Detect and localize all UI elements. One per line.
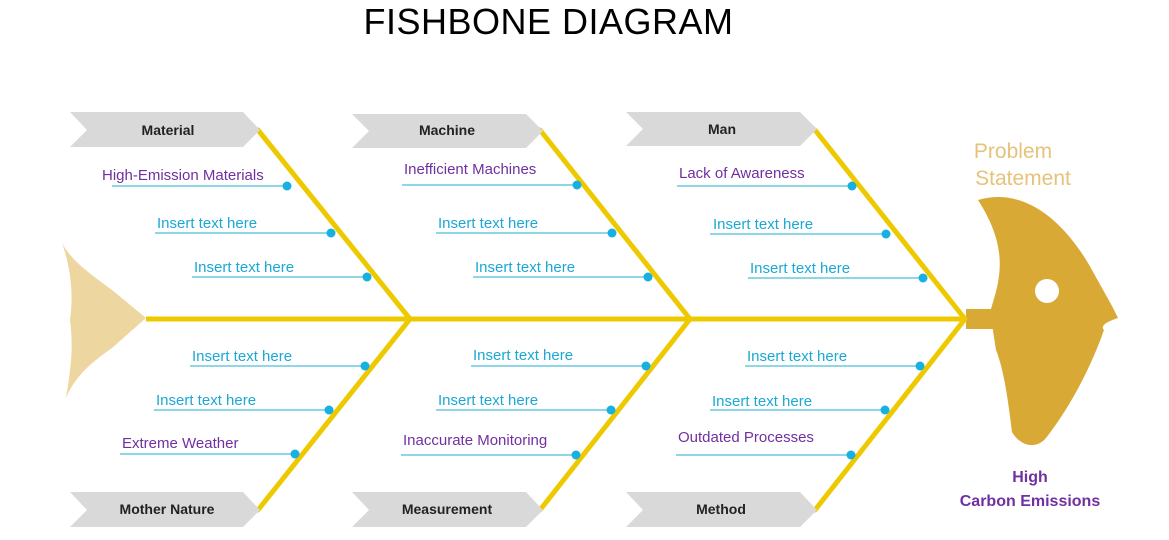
fish-head [966,197,1118,446]
cause-dot [918,273,928,283]
cause-dot [641,361,651,371]
category-banner [626,112,817,146]
cause-item: Insert text here [710,216,891,239]
cause-dot [607,228,617,238]
category-machine: Machine [352,114,543,148]
cause-text[interactable]: Insert text here [157,215,257,232]
cause-item: Outdated Processes [676,429,856,460]
category-label: Material [142,122,195,138]
cause-text[interactable]: Insert text here [438,215,538,232]
cause-dot [290,449,300,459]
cause-text[interactable]: Insert text here [192,348,292,365]
bone-measurement [537,316,693,513]
cause-item: Insert text here [192,259,372,282]
bone-method [812,316,968,513]
cause-item: Insert text here [190,348,370,371]
cause-item: Insert text here [436,392,616,415]
category-method: Method [626,492,817,527]
cause-dot [847,181,857,191]
bone-mother-nature [255,316,413,513]
cause-text[interactable]: Insert text here [156,392,256,409]
cause-dot [915,361,925,371]
cause-text[interactable]: Insert text here [750,260,850,277]
category-banner [70,492,260,527]
category-measurement: Measurement [352,492,543,527]
cause-item: High-Emission Materials [102,167,292,191]
cause-dot [572,180,582,190]
page-title: FISHBONE DIAGRAM [363,1,734,42]
cause-dot [324,405,334,415]
category-banner [352,114,543,148]
problem-statement[interactable]: High Carbon Emissions [930,466,1130,514]
problem-label-line1: Problem [974,140,1052,163]
cause-dot [571,450,581,460]
category-label: Method [696,501,746,517]
cause-text[interactable]: Insert text here [473,347,573,364]
fish-head-shape [978,197,1118,446]
cause-text[interactable]: High-Emission Materials [102,167,264,184]
category-label: Machine [419,122,475,138]
category-label: Mother Nature [120,501,215,517]
cause-dot [282,181,292,191]
category-label: Measurement [402,501,493,517]
cause-text[interactable]: Insert text here [475,259,575,276]
cause-text[interactable]: Insert text here [194,259,294,276]
cause-text[interactable]: Extreme Weather [122,435,238,452]
category-mother-nature: Mother Nature [70,492,260,527]
fish-neck [966,309,996,329]
cause-text[interactable]: Insert text here [712,393,812,410]
cause-item: Lack of Awareness [677,165,857,191]
cause-dot [326,228,336,238]
cause-item: Insert text here [745,348,925,371]
cause-text[interactable]: Lack of Awareness [679,165,805,182]
cause-dot [846,450,856,460]
cause-text[interactable]: Insert text here [713,216,813,233]
cause-item: Inaccurate Monitoring [401,432,581,460]
cause-item: Insert text here [471,347,651,371]
cause-text[interactable]: Insert text here [747,348,847,365]
fish-eye [1035,279,1059,303]
category-label: Man [708,121,736,137]
category-banner [70,112,260,147]
cause-text[interactable]: Insert text here [438,392,538,409]
cause-item: Insert text here [473,259,653,282]
cause-text[interactable]: Outdated Processes [678,429,814,446]
cause-dot [881,229,891,239]
cause-item: Insert text here [155,215,336,238]
cause-item: Extreme Weather [120,435,300,459]
cause-dot [606,405,616,415]
cause-dot [643,272,653,282]
cause-dot [880,405,890,415]
problem-statement-line2: Carbon Emissions [959,493,1101,510]
cause-item: Insert text here [710,393,890,415]
problem-label-line2: Statement [975,167,1071,190]
bone-machine [537,127,693,322]
cause-item: Insert text here [436,215,617,238]
cause-text[interactable]: Inefficient Machines [404,161,536,178]
bone-man [812,127,968,322]
cause-item: Insert text here [748,260,928,283]
category-banner [352,492,543,527]
cause-dot [362,272,372,282]
cause-item: Insert text here [154,392,334,415]
cause-dot [360,361,370,371]
cause-text[interactable]: Inaccurate Monitoring [403,432,547,449]
category-banner [626,492,817,527]
category-material: Material [70,112,260,147]
fish-tail [62,243,146,398]
category-man: Man [626,112,817,146]
problem-statement-line1: High [1012,469,1048,486]
bone-material [255,127,413,322]
cause-item: Inefficient Machines [402,161,582,190]
